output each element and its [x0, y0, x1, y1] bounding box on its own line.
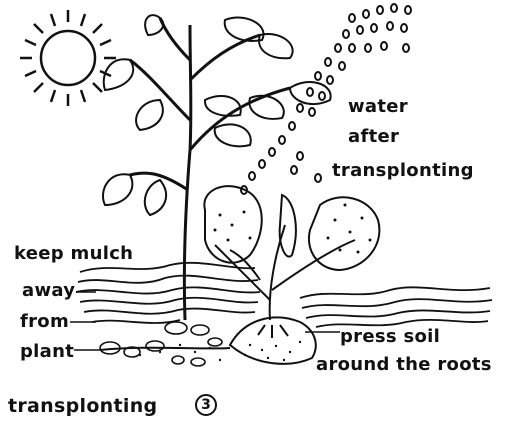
mulch-label-line3: from: [20, 313, 69, 331]
water-label-line3: transplonting: [332, 162, 474, 180]
step-number-badge: 3: [195, 394, 217, 416]
figure-caption: transplonting: [8, 397, 157, 416]
mulch-label-line1: keep mulch: [14, 245, 133, 263]
mulch-label-line2: away: [22, 282, 75, 300]
press-soil-label-line2: around the roots: [316, 356, 492, 374]
sun-icon: [20, 10, 116, 106]
water-label-line2: after: [348, 128, 399, 146]
seedling: [204, 186, 379, 320]
water-label-line1: water: [348, 98, 408, 116]
press-soil-label-line1: press soil: [340, 328, 440, 346]
mulch-label-line4: plant: [20, 343, 74, 361]
stones: [100, 322, 222, 366]
